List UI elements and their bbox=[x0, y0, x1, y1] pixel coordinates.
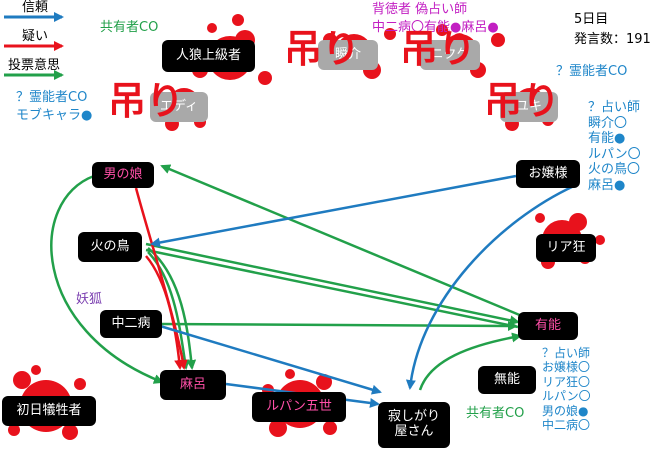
annotation-reinou-left: ？霊能者CO bbox=[16, 90, 88, 105]
node-otokonoko: 男の娘 bbox=[92, 162, 154, 188]
node-shonichi-giseisha: 初日犠牲者 bbox=[2, 396, 96, 426]
legend-label-doubt: 疑い bbox=[22, 29, 49, 44]
tsuri-mark: 吊り bbox=[108, 79, 185, 123]
arrow-trust-ojousama-sabishigari bbox=[405, 184, 575, 390]
legend-label-trust: 信頼 bbox=[22, 0, 49, 15]
arrow-vote-hinotori-yuunou-a bbox=[145, 242, 520, 326]
node-shunsuke: 瞬介 bbox=[318, 40, 378, 70]
blood-drop bbox=[384, 28, 396, 40]
blood-drop bbox=[285, 369, 295, 379]
annotation-kyouyuu-top: 共有者CO bbox=[100, 20, 159, 35]
seer2-line: 中二病〇 bbox=[542, 417, 591, 432]
arrow-doubt-otokonoko-maro bbox=[134, 187, 188, 370]
node-sabishigari-yasan: 寂しがり 屋さん bbox=[378, 402, 450, 448]
node-edi: エディ bbox=[150, 92, 208, 122]
seer1-line: 瞬介〇 bbox=[588, 115, 628, 131]
node-nikuke: ニクケ bbox=[420, 40, 480, 70]
annotation-reinou-right: ？霊能者CO bbox=[556, 64, 628, 79]
arrow-vote-yuunou-otokonoko bbox=[160, 164, 523, 318]
annotation-haitoku: 背徳者 偽占い師 bbox=[372, 2, 468, 17]
blood-drop bbox=[258, 71, 272, 85]
blood-drop bbox=[31, 365, 41, 375]
blood-drop bbox=[269, 419, 287, 437]
annotation-haitoku-results: 中二病〇有能●麻呂● bbox=[372, 20, 499, 35]
seer2-line: お嬢様〇 bbox=[542, 360, 591, 375]
blood-drop bbox=[491, 33, 505, 47]
seer1-line: ？占い師 bbox=[588, 100, 641, 115]
blood-drop bbox=[232, 14, 244, 26]
blood-drop bbox=[569, 213, 587, 231]
node-hinotori: 火の鳥 bbox=[78, 232, 142, 262]
node-lupin-gosei: ルパン五世 bbox=[252, 392, 346, 422]
arrow-trust-chuunibyou-sabishigari bbox=[159, 324, 382, 395]
day-label: 5日目 bbox=[574, 12, 609, 27]
annotation-mob: モブキャラ● bbox=[16, 108, 93, 123]
blood-drop bbox=[8, 424, 20, 436]
annotation-youko: 妖狐 bbox=[76, 292, 103, 307]
seer1-line: 火の鳥〇 bbox=[588, 162, 641, 178]
arrow-vote-hinotori-maro-2 bbox=[147, 247, 197, 370]
node-yuunou: 有能 bbox=[518, 312, 578, 340]
node-jinro-joukyuusha: 人狼上級者 bbox=[162, 40, 255, 72]
arrow-vote-sabishigari-yuunou bbox=[418, 332, 522, 391]
blood-drop bbox=[436, 24, 448, 36]
legend-label-vote: 投票意思 bbox=[8, 58, 61, 73]
node-ojousama: お嬢様 bbox=[516, 160, 580, 188]
arrow-vote-chuunibyou-yuunou bbox=[161, 320, 518, 331]
seer1-line: 麻呂● bbox=[588, 177, 626, 193]
seer2-line: ルパン〇 bbox=[542, 389, 591, 404]
node-maro: 麻呂 bbox=[160, 370, 226, 400]
seer-result-list-1: ？占い師 瞬介〇 有能● ルパン〇 火の鳥〇 麻呂● bbox=[588, 100, 641, 194]
arrow-trust-ojousama-hinotori bbox=[150, 174, 517, 248]
blood-drop bbox=[323, 421, 337, 435]
node-yuki: ユキ bbox=[500, 92, 558, 122]
blood-drop bbox=[207, 23, 217, 33]
seer2-line: 男の娘● bbox=[542, 403, 589, 418]
node-munou: 無能 bbox=[478, 366, 536, 394]
node-riakyou: リア狂 bbox=[536, 234, 596, 262]
blood-drop bbox=[13, 371, 31, 389]
seer2-line: ？占い師 bbox=[542, 346, 591, 360]
seer1-line: ルパン〇 bbox=[588, 146, 641, 162]
blood-drop bbox=[74, 378, 86, 390]
arrow-vote-hinotori-yuunou-b bbox=[145, 248, 519, 329]
blood-drop bbox=[62, 424, 78, 440]
blood-drop bbox=[535, 213, 545, 223]
annotation-kyouyuu-bottom: 共有者CO bbox=[466, 406, 525, 421]
tsuri-mark: 吊り bbox=[484, 79, 561, 123]
post-count-label: 発言数：191 bbox=[574, 32, 651, 47]
tsuri-mark: 吊り bbox=[284, 27, 361, 71]
arrow-vote-otokonoko-maro bbox=[50, 174, 164, 384]
seer1-line: 有能● bbox=[588, 131, 626, 147]
tsuri-mark: 吊り bbox=[400, 27, 477, 71]
seer2-line: リア狂〇 bbox=[542, 374, 591, 389]
node-chuunibyou: 中二病 bbox=[100, 310, 162, 338]
blood-drop bbox=[316, 374, 332, 390]
seer-result-list-2: ？占い師 お嬢様〇 リア狂〇 ルパン〇 男の娘● 中二病〇 bbox=[542, 346, 591, 432]
blood-drop bbox=[595, 235, 605, 245]
